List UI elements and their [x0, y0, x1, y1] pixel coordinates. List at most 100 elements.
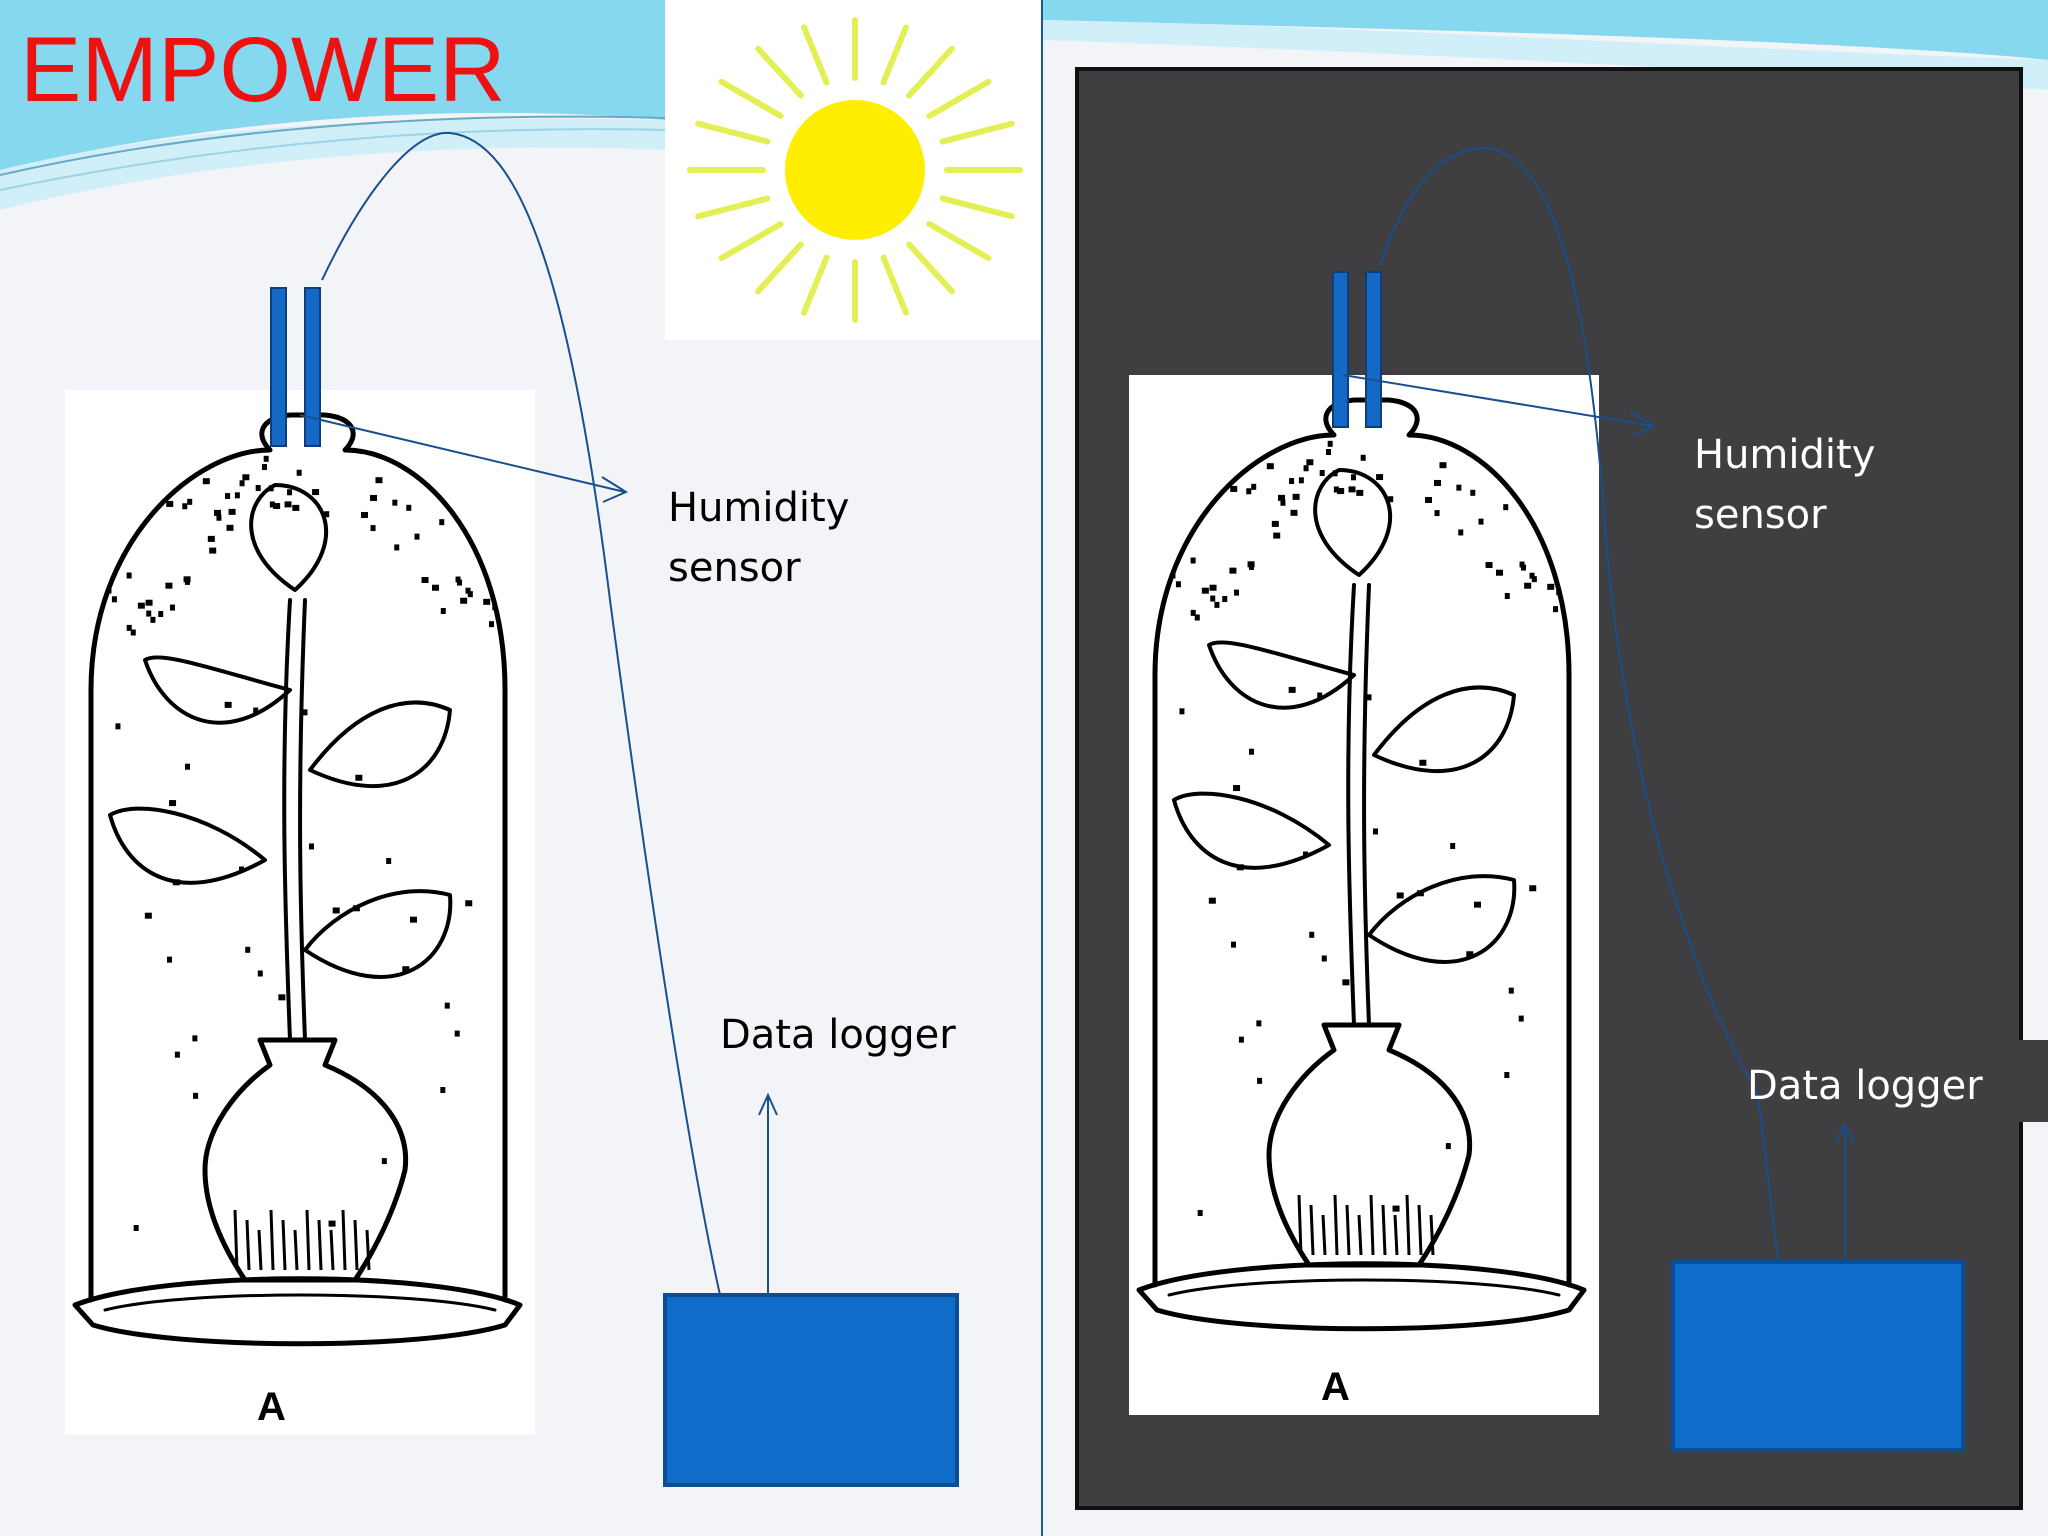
pot-texture	[1321, 1214, 1327, 1256]
water-droplet	[133, 1225, 139, 1232]
water-droplet	[1256, 1020, 1262, 1027]
humidity-sensor-label: Humidity sensor	[668, 478, 849, 598]
water-droplet	[370, 525, 376, 532]
water-droplet	[1309, 931, 1315, 938]
water-droplet	[492, 604, 498, 611]
water-droplet	[1303, 465, 1309, 472]
water-droplet	[1508, 987, 1514, 994]
water-droplet	[1298, 477, 1304, 484]
leaf	[303, 889, 453, 979]
water-droplet	[1306, 459, 1314, 466]
water-droplet	[1197, 1210, 1203, 1217]
water-droplet	[402, 966, 410, 973]
bell-jar-plant-icon	[72, 412, 523, 1347]
water-droplet	[1170, 572, 1176, 579]
water-droplet	[1251, 483, 1257, 490]
water-droplet	[1222, 596, 1228, 603]
pot-texture	[269, 1209, 275, 1271]
sun-ray	[906, 241, 955, 295]
water-droplet	[1351, 474, 1357, 481]
water-droplet	[1194, 614, 1200, 621]
water-droplet	[166, 956, 172, 963]
water-droplet	[1248, 748, 1254, 755]
water-droplet	[187, 498, 193, 505]
water-droplet	[292, 504, 300, 511]
humidity-sensor-label-right: Humidity sensor	[1694, 425, 1875, 545]
water-droplet	[1230, 941, 1236, 948]
sun-ray	[755, 45, 804, 99]
sun-ray	[801, 24, 830, 86]
water-droplet	[1439, 462, 1447, 469]
water-droplet	[1504, 592, 1510, 599]
water-droplet	[455, 576, 461, 583]
water-droplet	[257, 970, 263, 977]
water-droplet	[1478, 518, 1484, 525]
water-droplet	[1280, 499, 1286, 506]
water-droplet	[209, 547, 217, 554]
water-droplet	[375, 477, 383, 484]
leaf	[308, 700, 452, 789]
water-droplet	[216, 514, 222, 521]
water-droplet	[1190, 609, 1196, 616]
pot-texture	[1309, 1204, 1315, 1256]
water-droplet	[1325, 449, 1331, 456]
water-droplet	[352, 905, 360, 912]
sun-ray	[939, 120, 1015, 145]
sensor-cable	[321, 131, 721, 1296]
water-droplet	[1273, 532, 1281, 539]
water-droplet	[1547, 583, 1555, 590]
water-droplet	[386, 857, 392, 864]
water-droplet	[1288, 686, 1296, 693]
water-droplet	[1209, 584, 1217, 591]
water-droplet	[172, 879, 180, 886]
pot-texture	[305, 1209, 311, 1271]
humidity-label-line2: sensor	[1694, 492, 1827, 538]
data-logger-icon	[663, 1293, 959, 1487]
leaf	[1372, 685, 1516, 774]
water-droplet	[146, 610, 152, 617]
water-droplet	[328, 1220, 336, 1227]
water-droplet	[394, 544, 400, 551]
pot-texture	[329, 1229, 335, 1271]
sun-ray	[926, 78, 992, 119]
water-droplet	[1434, 510, 1440, 517]
water-droplet	[1321, 955, 1327, 962]
pot-texture	[293, 1229, 299, 1271]
sun-ray	[939, 195, 1015, 220]
water-droplet	[465, 900, 473, 907]
water-droplet	[144, 912, 152, 919]
plate-label: A	[257, 1385, 286, 1429]
water-droplet	[381, 1158, 387, 1165]
leaf	[249, 483, 328, 592]
water-droplet	[1190, 557, 1196, 564]
water-droplet	[1473, 901, 1481, 908]
water-droplet	[1504, 1072, 1510, 1079]
water-droplet	[1179, 708, 1185, 715]
water-droplet	[1529, 572, 1535, 579]
water-droplet	[284, 501, 292, 508]
water-droplet	[421, 577, 429, 584]
water-droplet	[1201, 587, 1209, 594]
water-droplet	[1470, 489, 1476, 496]
sun-ray	[906, 45, 955, 99]
water-droplet	[457, 579, 463, 586]
sun-ray	[695, 120, 771, 145]
pot-texture	[1417, 1204, 1423, 1256]
humidity-sensor-icon	[1332, 271, 1349, 428]
water-droplet	[1348, 486, 1356, 493]
water-droplet	[1356, 489, 1364, 496]
water-droplet	[431, 584, 439, 591]
water-droplet	[169, 800, 177, 807]
water-droplet	[1552, 606, 1558, 613]
water-droplet	[1445, 1143, 1451, 1150]
water-droplet	[115, 723, 121, 730]
water-droplet	[1229, 567, 1237, 574]
water-droplet	[1456, 484, 1462, 491]
water-droplet	[332, 907, 340, 914]
water-droplet	[207, 535, 215, 542]
sun-ray	[755, 241, 804, 295]
water-droplet	[193, 1092, 199, 1099]
water-droplet	[1360, 454, 1366, 461]
water-droplet	[370, 494, 378, 501]
humidity-label-line1: Humidity	[1694, 432, 1876, 478]
